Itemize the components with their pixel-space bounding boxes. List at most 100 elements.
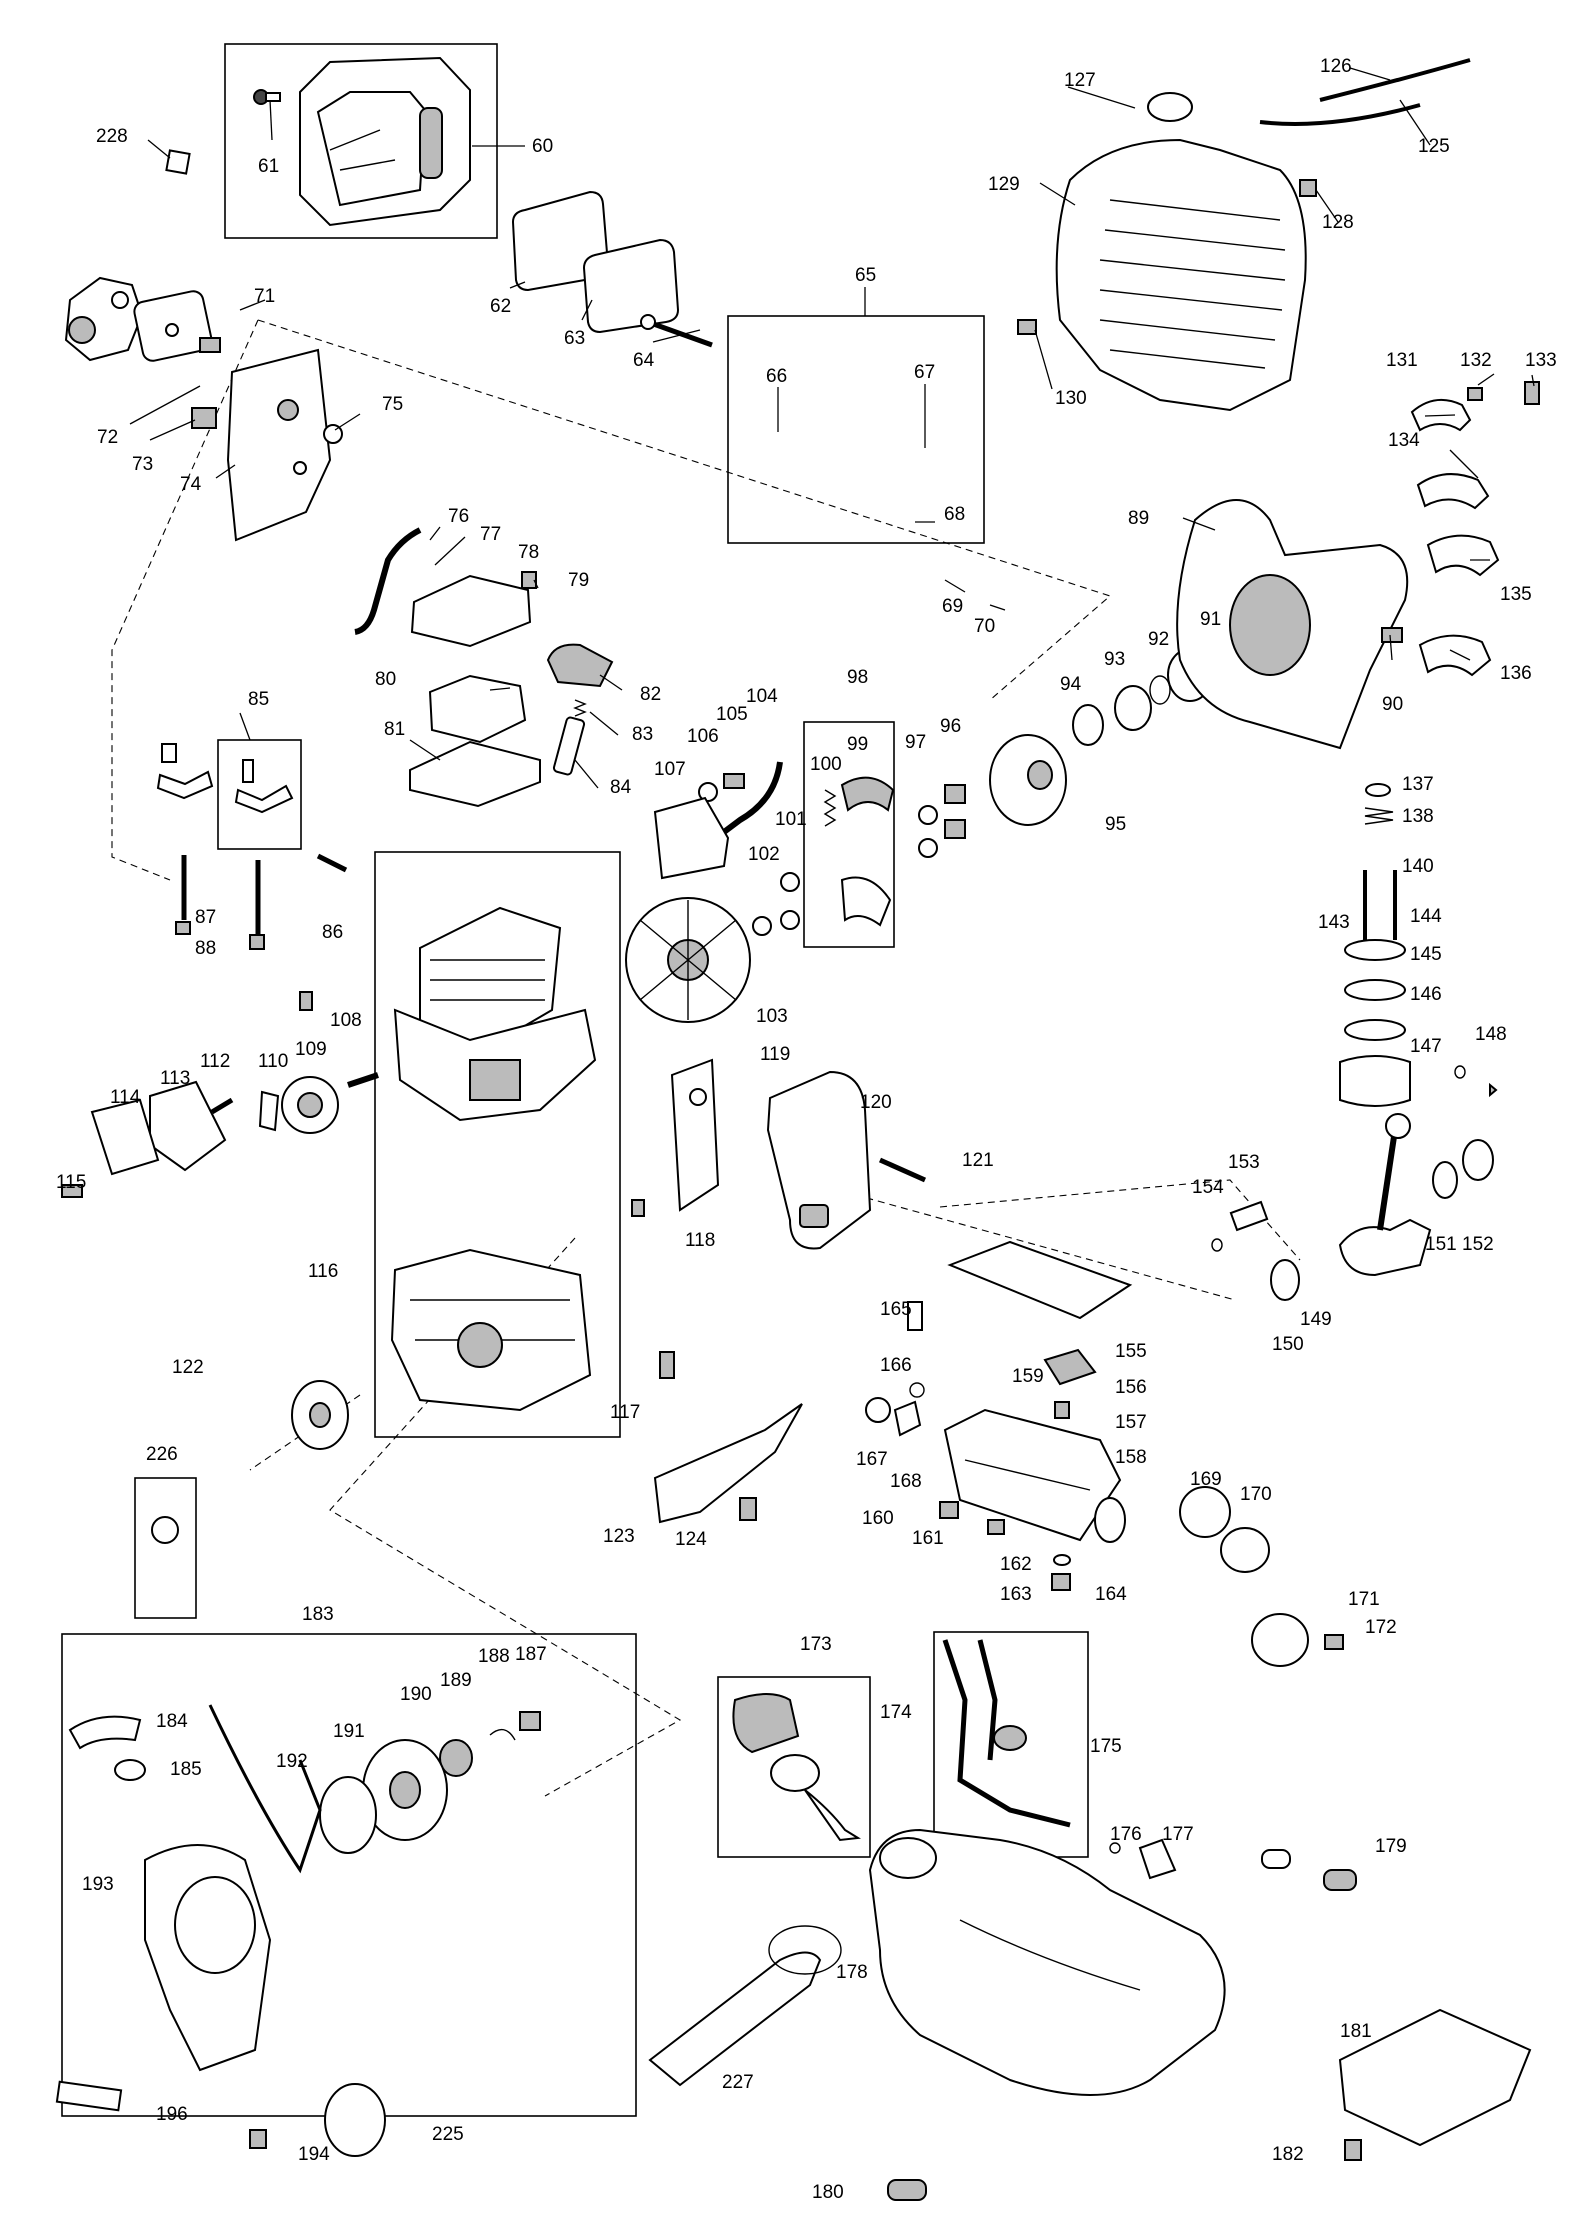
hose-76 [354, 527, 422, 635]
filter-63 [582, 238, 680, 334]
part-label: 146 [1410, 984, 1442, 1005]
part-label: 132 [1460, 350, 1492, 371]
rocker-85 [156, 743, 294, 814]
bolt-128 [1299, 179, 1317, 197]
bolt-124 [739, 1497, 757, 1521]
filler-171 [1251, 1613, 1309, 1667]
bolt-117 [659, 1351, 675, 1379]
adjuster-88 [249, 934, 265, 950]
part-label: 92 [1148, 629, 1169, 650]
part-label: 196 [156, 2104, 188, 2125]
part-label: 127 [1064, 70, 1096, 91]
part-label: 194 [298, 2144, 330, 2165]
plug-118 [631, 1199, 645, 1217]
grommet-179a [1261, 1849, 1291, 1869]
part-label: 148 [1475, 1024, 1507, 1045]
clip-166 [909, 1382, 925, 1398]
part-label: 138 [1402, 806, 1434, 827]
ring-170 [1220, 1527, 1270, 1573]
plug-163 [1051, 1573, 1071, 1591]
part-label: 112 [200, 1051, 230, 1072]
fuel-tank-178 [868, 1828, 1226, 2096]
label-127 [1147, 92, 1193, 122]
part-label: 106 [687, 726, 719, 747]
clip-188 [489, 1728, 516, 1741]
part-label: 63 [564, 328, 585, 349]
part-label: 174 [880, 1702, 912, 1723]
part-label: 123 [603, 1526, 635, 1547]
cylinder-block [393, 906, 597, 1122]
ring-144 [1344, 939, 1406, 961]
part-label: 99 [847, 734, 868, 755]
part-label: 91 [1200, 609, 1221, 630]
part-label: 166 [880, 1355, 912, 1376]
part-label: 178 [836, 1962, 868, 1983]
part-label: 144 [1410, 906, 1442, 927]
part-label: 73 [132, 454, 153, 475]
part-label: 131 [1386, 350, 1418, 371]
bolt-121 [878, 1157, 927, 1183]
part-label: 124 [675, 1529, 707, 1550]
frame-group-116 [374, 851, 621, 1438]
tether-173 [804, 1789, 862, 1842]
part-label: 75 [382, 394, 403, 415]
part-label: 228 [96, 126, 128, 147]
part-label: 108 [330, 1010, 362, 1031]
seal-151 [1432, 1161, 1458, 1199]
part-label: 171 [1348, 1589, 1380, 1610]
part-label: 160 [862, 1508, 894, 1529]
spring-191 [319, 1776, 377, 1854]
part-label: 113 [160, 1068, 190, 1089]
screw-133 [1524, 381, 1540, 405]
valve-167 [865, 1397, 891, 1423]
coil-107 [653, 796, 730, 880]
part-label: 172 [1365, 1617, 1397, 1638]
lever-110 [258, 1090, 280, 1132]
part-label: 128 [1322, 212, 1354, 233]
cap-82 [546, 643, 614, 688]
crankcase-116 [390, 1248, 592, 1412]
part-label: 89 [1128, 508, 1149, 529]
part-label: 180 [812, 2182, 844, 2203]
part-label: 191 [333, 1721, 365, 1742]
part-label: 93 [1104, 649, 1125, 670]
wire-126 [1319, 58, 1471, 102]
part-label: 118 [685, 1230, 715, 1251]
part-label: 184 [156, 1711, 188, 1732]
bolt-160 [939, 1501, 959, 1519]
assembly-lines [111, 319, 1301, 1797]
part-label: 61 [258, 156, 279, 177]
part-label: 121 [962, 1150, 994, 1171]
bearing-93 [1114, 685, 1152, 731]
leader-lines [129, 67, 1535, 789]
cover-78 [410, 574, 532, 648]
clip-73 [191, 407, 217, 429]
part-label: 110 [258, 1051, 288, 1072]
part-label: 134 [1388, 430, 1420, 451]
part-label: 95 [1105, 814, 1126, 835]
part-label: 65 [855, 265, 876, 286]
part-label: 163 [1000, 1584, 1032, 1605]
pin-112 [210, 1097, 234, 1115]
screw-72 [199, 337, 221, 353]
washer-162 [1053, 1554, 1071, 1566]
part-label: 153 [1228, 1152, 1260, 1173]
part-label: 84 [610, 777, 632, 798]
screw-157 [1054, 1401, 1070, 1419]
pulley-122 [291, 1380, 349, 1450]
part-label: 83 [632, 724, 653, 745]
part-label: 173 [800, 1634, 832, 1655]
flywheel-103 [625, 897, 751, 1023]
cap-174 [732, 1693, 800, 1754]
part-label: 82 [640, 684, 661, 705]
part-label: 135 [1500, 584, 1532, 605]
part-labels: 60 61 62 63 64 65 66 67 68 69 70 71 72 7… [56, 56, 1557, 2203]
crankshaft-149 [1338, 1113, 1432, 1277]
spring-138 [1364, 807, 1394, 825]
cap-169 [1179, 1486, 1231, 1538]
part-label: 190 [400, 1684, 432, 1705]
spark-plug-84 [552, 716, 586, 776]
screw-132 [1467, 387, 1483, 401]
part-label: 151 [1425, 1234, 1457, 1255]
